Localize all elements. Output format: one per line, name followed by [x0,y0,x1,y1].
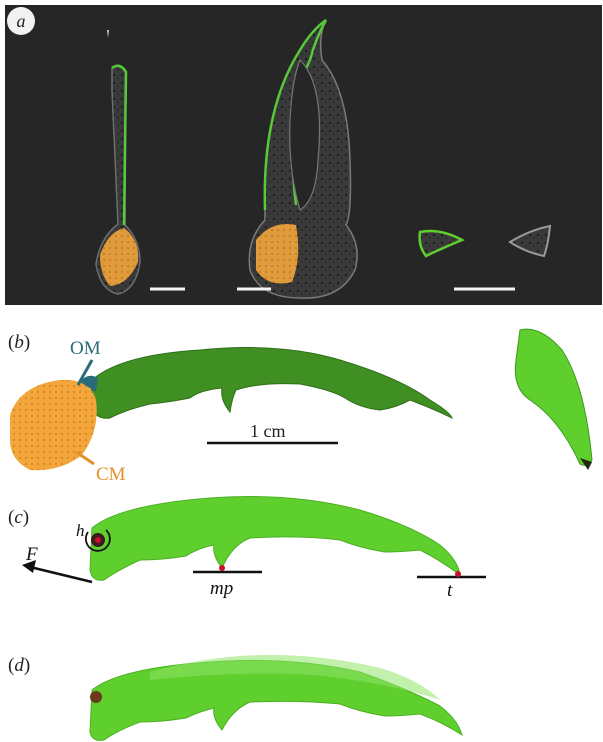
panel-b-label: (b) [8,332,30,353]
om-label: OM [70,338,101,359]
section-middle [249,20,357,298]
hinge-label: h [76,521,85,540]
mesh-tip-inset [515,329,592,465]
hinge-point-d [90,691,102,703]
scale-label: 1 cm [250,421,286,441]
force-arrow [30,567,92,582]
claw-model-c [90,497,460,581]
claw-model-b [90,348,452,419]
tip-label: t [447,580,453,601]
section-right-green [420,231,462,256]
small-marker-icon [107,30,109,38]
midpoint-dot [219,565,225,571]
force-label: F [25,544,38,565]
panel-d-label: (d) [8,655,30,676]
midpoint-label: mp [210,578,233,599]
cm-label: CM [96,464,126,485]
panel-d: (d) [8,655,462,740]
panel-b: (b) OM CM 1 cm [8,329,592,485]
panel-c: (c) h F mp t [8,497,486,602]
panel-c-label: (c) [8,507,29,528]
section-left [96,66,140,294]
hinge-dot [95,537,101,543]
section-right-grey [510,226,550,256]
tip-dot [455,571,461,577]
panel-a-sections [96,20,550,298]
cm-pointer [76,452,94,464]
